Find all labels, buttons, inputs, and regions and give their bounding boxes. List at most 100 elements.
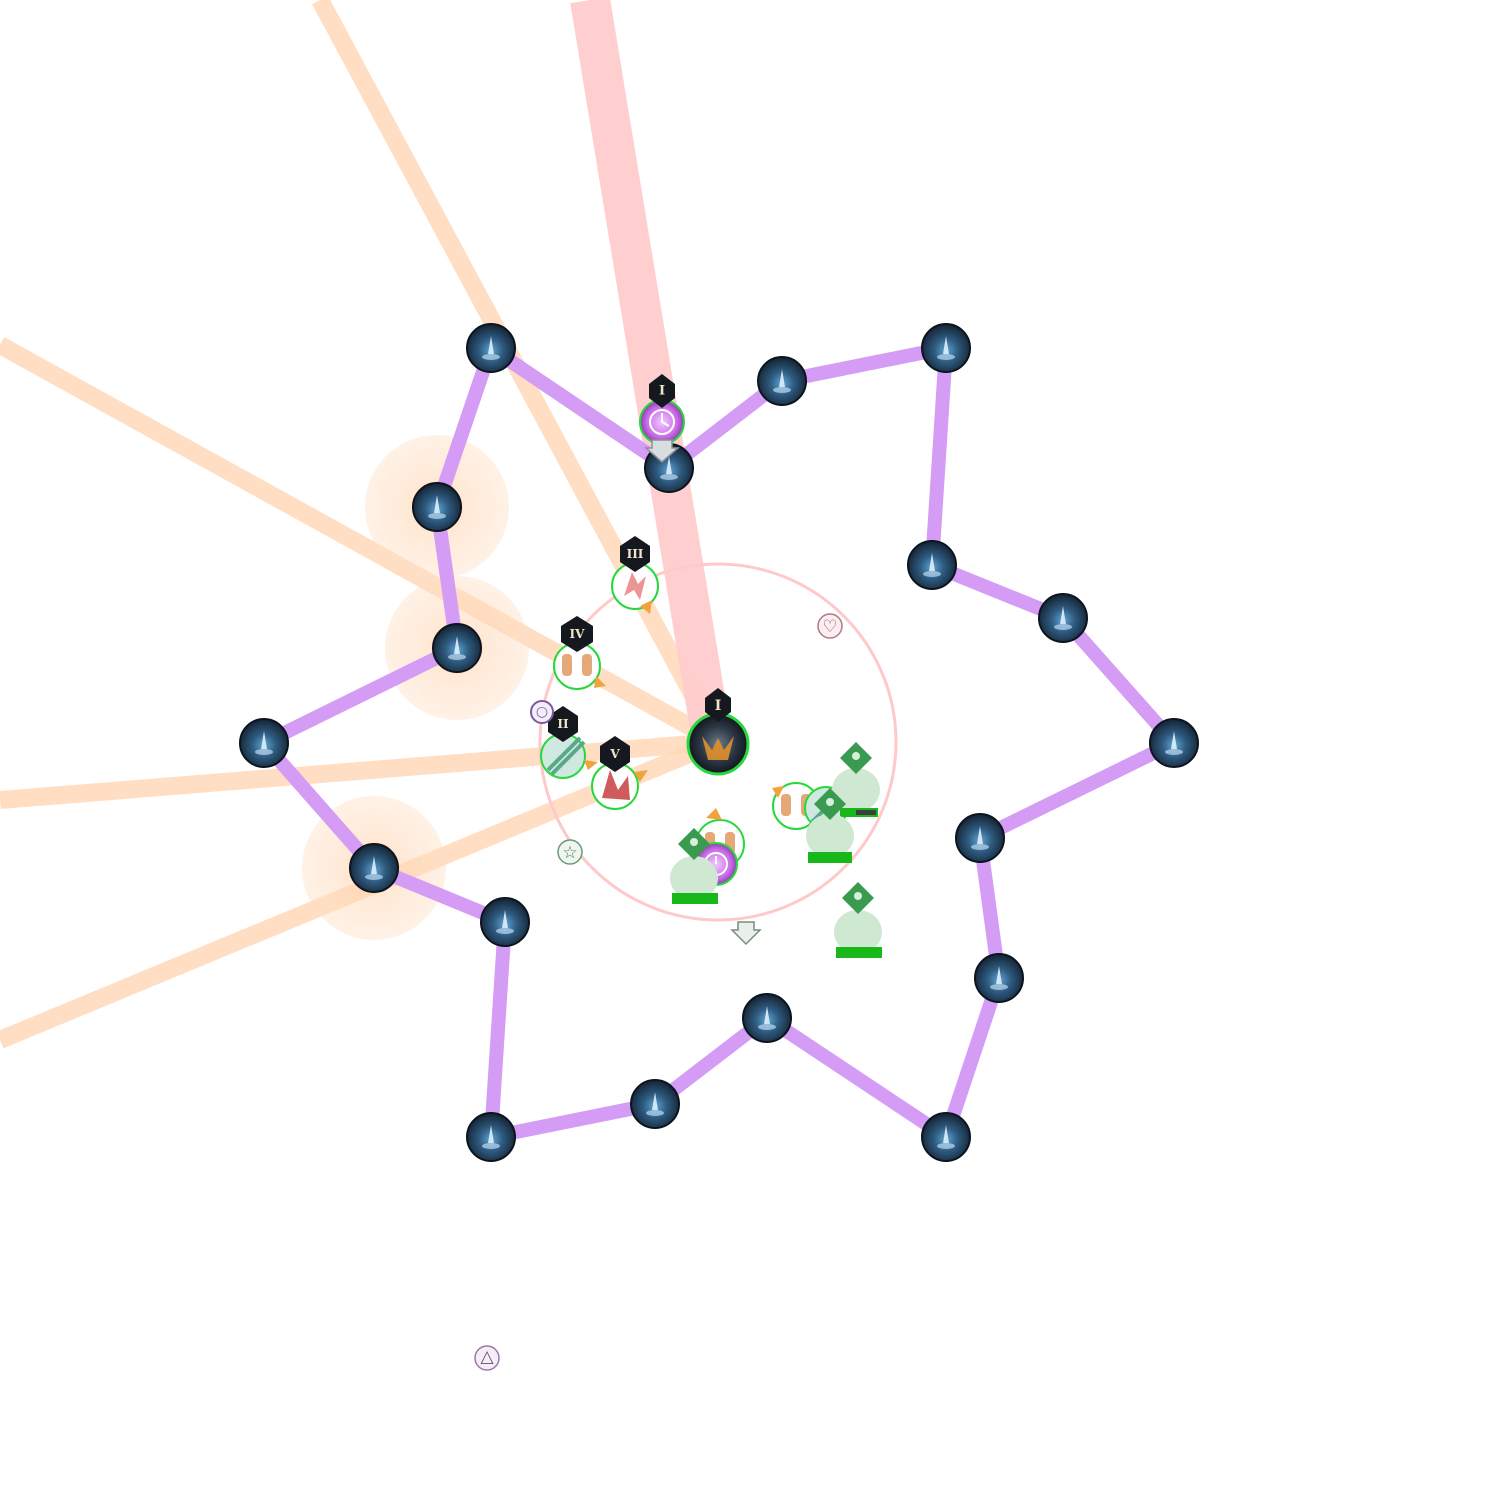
orb-core-icon — [502, 910, 508, 928]
orb-bottom-middle-left[interactable] — [630, 1079, 680, 1129]
orb-far-left[interactable] — [239, 718, 289, 768]
svg-text:☆: ☆ — [562, 843, 577, 863]
head-marker: III — [620, 536, 650, 572]
orb-bottom-middle-right[interactable] — [742, 993, 792, 1043]
boss-hitbox-ring — [538, 562, 898, 922]
ally-npc[interactable] — [834, 882, 882, 958]
tether — [257, 641, 464, 750]
orb-right-lower-outer[interactable] — [974, 953, 1024, 1003]
head-marker: IV — [561, 616, 593, 652]
orb-core-icon — [929, 553, 935, 571]
orb-right-lower[interactable] — [955, 813, 1005, 863]
orb-core-icon — [488, 336, 494, 354]
party-member-v[interactable]: V — [591, 736, 648, 810]
orb-top-left[interactable] — [466, 323, 516, 373]
dancer-job-icon — [624, 572, 646, 600]
down-arrow-marker — [730, 921, 762, 946]
orb-lower-left-inner[interactable] — [480, 897, 530, 947]
dragoon-job-icon — [546, 736, 586, 776]
tether — [1056, 611, 1181, 750]
orb-bottom-left[interactable] — [466, 1112, 516, 1162]
party-member-ii[interactable]: II — [540, 706, 598, 779]
orb-left-middle[interactable] — [432, 623, 482, 673]
orb-core-icon — [371, 856, 377, 874]
tether — [484, 1097, 662, 1144]
svg-text:III: III — [627, 547, 644, 561]
svg-text:○: ○ — [536, 704, 548, 720]
direction-arrow-icon — [640, 600, 652, 614]
svg-text:△: △ — [480, 1347, 494, 1367]
tether — [925, 341, 953, 572]
hp-bar — [836, 947, 882, 958]
orb-right-upper-outer[interactable] — [1038, 593, 1088, 643]
orb-core-icon — [261, 731, 267, 749]
orb-core-icon — [779, 369, 785, 387]
orb-core-icon — [1171, 731, 1177, 749]
orb-core-icon — [977, 826, 983, 844]
party-member-iv[interactable]: IV — [553, 616, 606, 690]
svg-text:♡: ♡ — [822, 617, 837, 637]
orb-core-icon — [764, 1006, 770, 1024]
direction-arrow-icon — [706, 808, 722, 820]
person-icon — [690, 838, 698, 846]
boss-marker: I — [705, 688, 731, 722]
orb-bottom-right[interactable] — [921, 1112, 971, 1162]
hp-bar — [808, 852, 852, 863]
orb-far-right[interactable] — [1149, 718, 1199, 768]
waymark-circle[interactable]: ○ — [530, 700, 554, 724]
orb-core-icon — [434, 495, 440, 513]
waymark-heart[interactable]: ♡ — [817, 613, 843, 639]
down-arrow-icon — [644, 439, 680, 463]
orb-top-right[interactable] — [921, 323, 971, 373]
ally-npc[interactable] — [832, 742, 880, 817]
boss[interactable]: I — [686, 688, 750, 776]
orb-core-icon — [943, 1125, 949, 1143]
boss-marker-label: I — [715, 698, 722, 714]
tether — [484, 915, 512, 1144]
orb-right-upper[interactable] — [907, 540, 957, 590]
red-mage-job-icon — [602, 770, 630, 800]
waymark-star[interactable]: ☆ — [557, 839, 583, 865]
tether — [257, 736, 381, 875]
cone-beam — [0, 733, 719, 809]
head-marker: I — [649, 374, 675, 408]
svg-text:V: V — [609, 747, 620, 761]
svg-text:IV: IV — [570, 627, 586, 641]
head-marker: V — [600, 736, 630, 772]
ally-npc[interactable] — [806, 788, 854, 863]
orb-core-icon — [943, 336, 949, 354]
direction-arrow-icon — [584, 760, 598, 770]
orb-core-icon — [666, 456, 672, 474]
direction-arrow-icon — [594, 676, 606, 688]
orb-core-icon — [1060, 606, 1066, 624]
svg-text:I: I — [659, 384, 665, 399]
tether — [484, 341, 676, 475]
orb-lower-left-outer[interactable] — [349, 843, 399, 893]
person-icon — [826, 798, 834, 806]
monk-job-icon — [562, 654, 592, 676]
orb-core-icon — [488, 1125, 494, 1143]
clock-debuff-icon — [649, 409, 675, 435]
person-icon — [852, 752, 860, 760]
tether — [760, 1011, 953, 1144]
tether — [939, 971, 1006, 1144]
head-marker: II — [548, 706, 578, 742]
party-member-iii[interactable]: III — [611, 536, 659, 614]
orb-upper-middle-right[interactable] — [757, 356, 807, 406]
direction-arrow-icon — [634, 770, 648, 782]
orbs — [239, 323, 1199, 1162]
tether — [775, 341, 953, 388]
direction-arrow-icon — [772, 786, 784, 798]
waymark-triangle[interactable]: △ — [474, 1345, 500, 1371]
svg-text:II: II — [557, 717, 569, 731]
boss-crest-icon — [702, 736, 734, 760]
tank-buster-beam — [570, 0, 732, 744]
ally-npc[interactable] — [670, 828, 718, 904]
tether — [973, 736, 1181, 845]
orb-left-upper[interactable] — [412, 482, 462, 532]
orb-core-icon — [652, 1092, 658, 1110]
orb-core-icon — [454, 636, 460, 654]
person-icon — [854, 892, 862, 900]
tether — [430, 341, 498, 514]
party-member-i-top[interactable]: I — [639, 374, 685, 463]
